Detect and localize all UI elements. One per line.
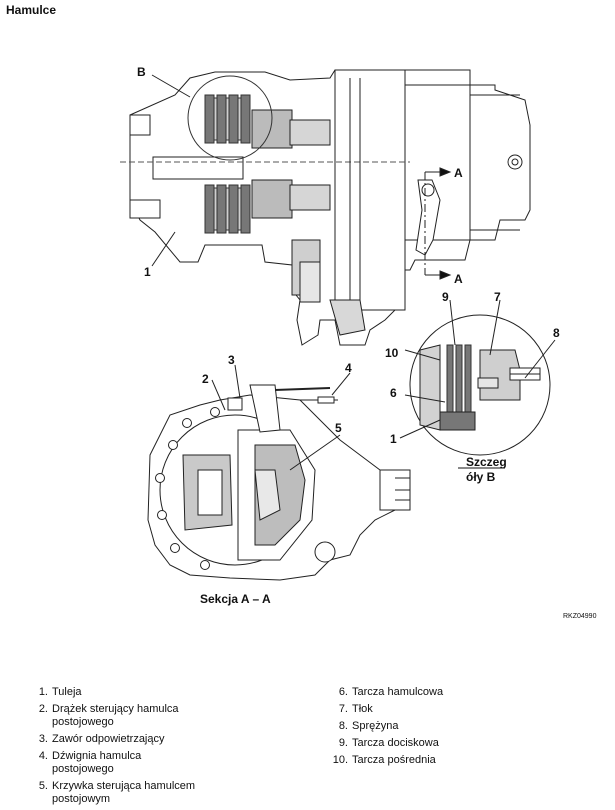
detail-b-drawing [399, 299, 556, 456]
legend-left: 1.Tuleja 2.Drążek sterujący hamulca post… [28, 686, 202, 810]
brake-technical-drawing: B A A 1 2 3 4 5 9 7 8 10 6 1 Sekcja A – … [120, 65, 597, 620]
legend-right: 6.Tarcza hamulcowa 7.Tłok 8.Sprężyna 9.T… [328, 686, 502, 771]
legend-item: 4.Dźwignia hamulca postojowego [38, 750, 142, 775]
detail-caption-line1: Szczeg [466, 455, 507, 469]
callout-b: B [137, 65, 146, 79]
legend-item: 1.Tuleja [38, 686, 82, 698]
callout-a-bottom: A [454, 272, 463, 286]
legend-item: 6.Tarcza hamulcowa [338, 686, 444, 698]
section-a-a-drawing [147, 364, 411, 581]
callout-3: 3 [228, 353, 235, 367]
callout-a-top: A [454, 166, 463, 180]
legend-item: 3.Zawór odpowietrzający [38, 733, 165, 745]
detail-callout-6: 6 [390, 386, 397, 400]
section-caption: Sekcja A – A [200, 592, 271, 606]
detail-callout-7: 7 [494, 290, 501, 304]
legend-item: 5.Krzywka sterująca hamulcem postojowym [38, 780, 196, 805]
detail-callout-8: 8 [553, 326, 560, 340]
callout-2: 2 [202, 372, 209, 386]
legend-item: 10.Tarcza pośrednia [332, 754, 436, 766]
callout-1: 1 [144, 265, 151, 279]
detail-caption-line2: óły B [466, 470, 496, 484]
detail-callout-9: 9 [442, 290, 449, 304]
callout-4: 4 [345, 361, 352, 375]
figure-reference: RKZ04990 [563, 613, 597, 620]
legend-item: 2.Drążek sterujący hamulca postojowego [38, 703, 179, 728]
legend-item: 8.Sprężyna [338, 720, 399, 732]
main-cross-section [120, 69, 531, 346]
detail-callout-10: 10 [385, 346, 399, 360]
legend-item: 9.Tarcza dociskowa [338, 737, 439, 749]
page-title: Hamulce [6, 3, 57, 17]
detail-callout-1: 1 [390, 432, 397, 446]
legend-item: 7.Tłok [338, 703, 373, 715]
callout-5: 5 [335, 421, 342, 435]
